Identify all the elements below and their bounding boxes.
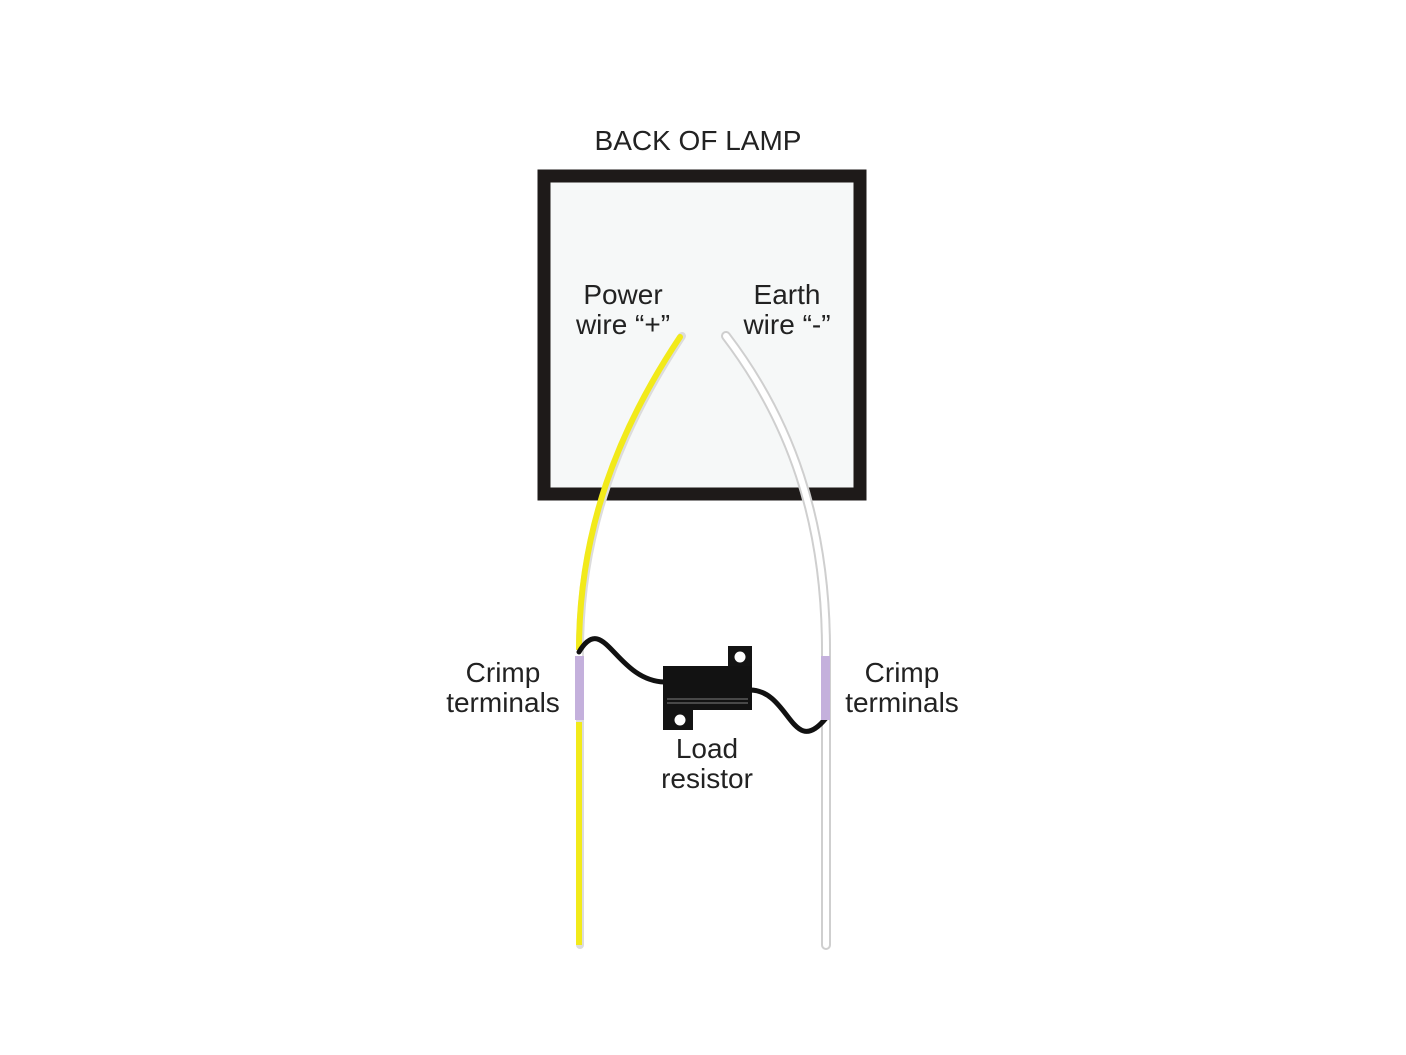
load-resistor-label: Load resistor	[632, 734, 782, 794]
earth-wire-label-line1: Earth	[753, 279, 821, 310]
lamp-title: BACK OF LAMP	[594, 125, 802, 156]
load-resistor	[663, 646, 752, 730]
power-wire-label-line2: wire “+”	[575, 309, 671, 340]
earth-wire-label: Earth wire “-”	[712, 280, 862, 340]
lamp-body	[537, 169, 867, 501]
crimp-terminals-left-label: Crimp terminals	[428, 658, 578, 718]
crimp-left-label-line2: terminals	[446, 687, 560, 718]
crimp-terminals-right-label: Crimp terminals	[827, 658, 977, 718]
crimp-right-label-line1: Crimp	[864, 657, 940, 688]
load-resistor-label-line1: Load	[675, 733, 739, 764]
power-wire-label: Power wire “+”	[548, 280, 698, 340]
crimp-left-label-line1: Crimp	[465, 657, 541, 688]
resistor-leads	[576, 636, 829, 734]
load-resistor-label-line2: resistor	[661, 763, 753, 794]
power-wire-label-line1: Power	[583, 279, 663, 310]
earth-wire-label-line2: wire “-”	[743, 309, 831, 340]
earth-wire	[721, 331, 831, 950]
crimp-terminal-right	[821, 656, 830, 720]
crimp-terminal-left	[575, 656, 584, 720]
crimp-right-label-line2: terminals	[845, 687, 959, 718]
